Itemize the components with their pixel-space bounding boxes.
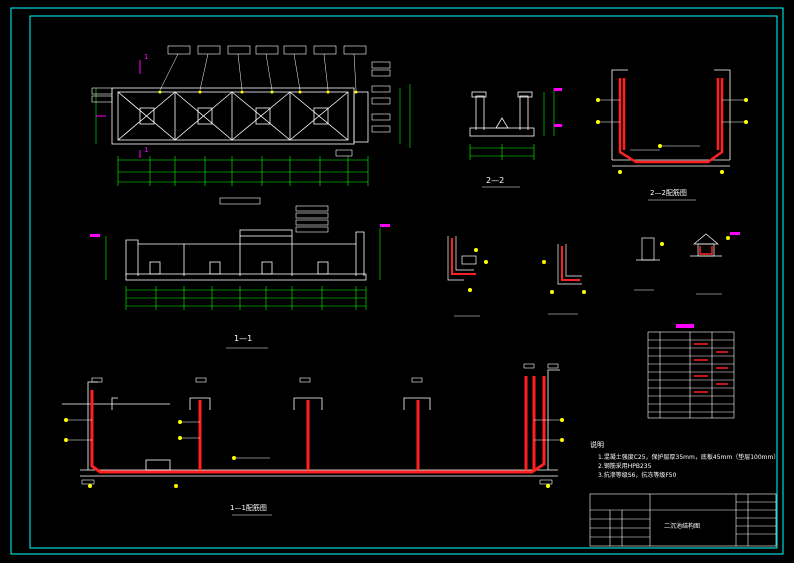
detail-b (557, 244, 582, 285)
outer-frame (10, 7, 784, 555)
rebar-2-2-markers (596, 98, 748, 174)
rebar-2-2-bars (618, 78, 724, 164)
section-2-2-elev-marks (554, 88, 562, 127)
rebar-1-1-bars (90, 376, 546, 474)
detail-a (447, 236, 477, 281)
cut-marker-top: 1 (144, 53, 149, 61)
rebar-schedule-shapes (694, 343, 728, 393)
detail-b-markers (542, 260, 586, 294)
notes-line-1: 1.混凝土强度C25，保护层厚35mm，底板45mm（垫层100mm） (598, 454, 780, 461)
rebar-2-2-label: 2—2配筋图 (650, 189, 687, 197)
notes-line-2: 2.钢筋采用HPB235 (598, 463, 652, 470)
section-2-2-label: 2—2 (486, 176, 505, 185)
section-2-2 (469, 91, 535, 137)
detail-b-rebar (561, 246, 580, 281)
section-1-1-elev-marks (90, 224, 390, 237)
inner-frame (29, 15, 778, 549)
notes-line-3: 3.抗渗等级S6，抗冻等级F50 (598, 472, 677, 479)
section-1-1-elevation (125, 229, 367, 281)
detail-d (690, 233, 722, 257)
detail-d-elev-mark (730, 232, 740, 235)
rebar-1-1-leaders (66, 419, 560, 459)
rebar-2-2-leaders (600, 99, 744, 151)
rebar-1-1-label: 1—1配筋图 (230, 504, 267, 512)
title-block-drawing-name: 二沉池结构图 (664, 523, 701, 530)
rebar-1-1-markers (64, 418, 564, 488)
rebar-1-1-outline (62, 369, 560, 477)
section-1-1-label: 1—1 (234, 334, 253, 343)
plan-dimensions (95, 84, 411, 183)
rebar-schedule-table (647, 331, 735, 419)
plan-cut-lines (96, 60, 141, 158)
title-block (589, 493, 777, 547)
plan-dim-ticks (117, 156, 369, 186)
section-1-1-notes-block (295, 205, 329, 233)
detail-a-markers (468, 248, 488, 292)
rebar-2-2-outline (611, 69, 731, 167)
detail-d-markers (726, 236, 730, 240)
detail-a-rebar (451, 238, 476, 275)
cut-marker-bottom: 1 (144, 146, 149, 154)
plan-tags (91, 45, 391, 157)
section-2-2-dimensions (469, 88, 555, 160)
detail-d-rebar (699, 246, 713, 255)
rebar-schedule-header (676, 324, 694, 328)
detail-c-markers (660, 242, 664, 246)
section-1-1-dimensions (105, 228, 381, 310)
plan-leaders (159, 53, 357, 91)
detail-c (636, 237, 660, 261)
plan-markers (158, 90, 358, 94)
rebar-1-1-tags (81, 363, 559, 485)
notes-title: 说明 (590, 441, 604, 449)
plan-view-title-box (219, 197, 261, 205)
plan-view (111, 87, 369, 145)
